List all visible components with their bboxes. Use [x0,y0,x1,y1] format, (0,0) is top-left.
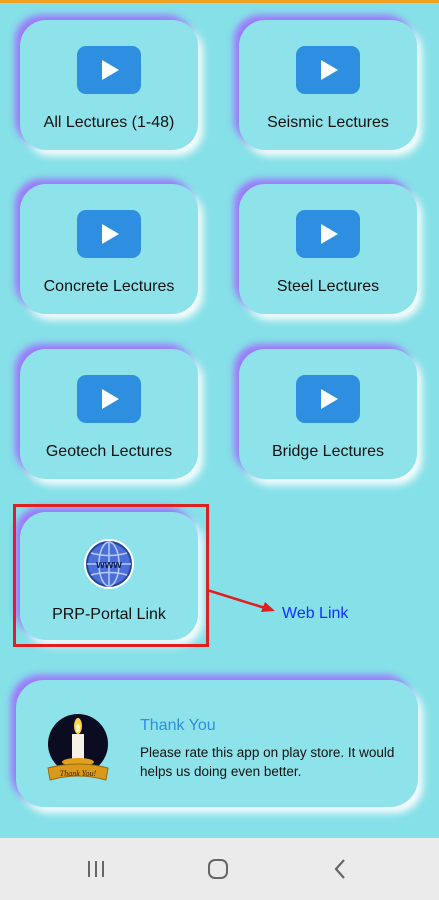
home-icon [208,859,228,879]
geotech-lectures-label: Geotech Lectures [45,443,173,460]
top-accent-bar [0,0,439,3]
all-lectures-label: All Lectures (1-48) [43,114,175,131]
prp-portal-link-button[interactable]: www PRP-Portal Link [20,512,198,640]
badge-text: Thank You! [60,769,97,778]
highlight-box [13,504,209,647]
rate-app-card[interactable]: Thank You! Thank You Please rate this ap… [16,680,418,807]
globe-text: www [95,559,122,571]
play-video-icon [77,375,141,423]
concrete-lectures-button[interactable]: Concrete Lectures [20,184,198,314]
play-video-icon [77,210,141,258]
back-icon [334,859,345,879]
play-video-icon [77,46,141,94]
play-video-icon [296,375,360,423]
seismic-lectures-button[interactable]: Seismic Lectures [239,20,417,150]
rate-app-message: Please rate this app on play store. It w… [140,745,395,779]
prp-portal-label: PRP-Portal Link [52,606,166,623]
geotech-lectures-button[interactable]: Geotech Lectures [20,349,198,479]
system-nav-bar [0,838,439,900]
play-video-icon [296,210,360,258]
bridge-lectures-label: Bridge Lectures [271,443,385,460]
play-video-icon [296,46,360,94]
home-button[interactable] [198,852,238,886]
seismic-lectures-label: Seismic Lectures [267,114,389,131]
web-link[interactable]: Web Link [282,605,349,622]
thanks-title: Thank You [140,717,216,734]
back-button[interactable] [320,852,360,886]
steel-lectures-button[interactable]: Steel Lectures [239,184,417,314]
all-lectures-button[interactable]: All Lectures (1-48) [20,20,198,150]
arrow-annotation [206,588,275,612]
concrete-lectures-label: Concrete Lectures [43,278,175,295]
steel-lectures-label: Steel Lectures [276,278,380,295]
candle-icon: Thank You! [47,714,109,781]
recent-apps-button[interactable] [76,852,116,886]
www-globe-icon: www [83,538,135,590]
bridge-lectures-button[interactable]: Bridge Lectures [239,349,417,479]
recent-apps-icon [88,861,104,877]
